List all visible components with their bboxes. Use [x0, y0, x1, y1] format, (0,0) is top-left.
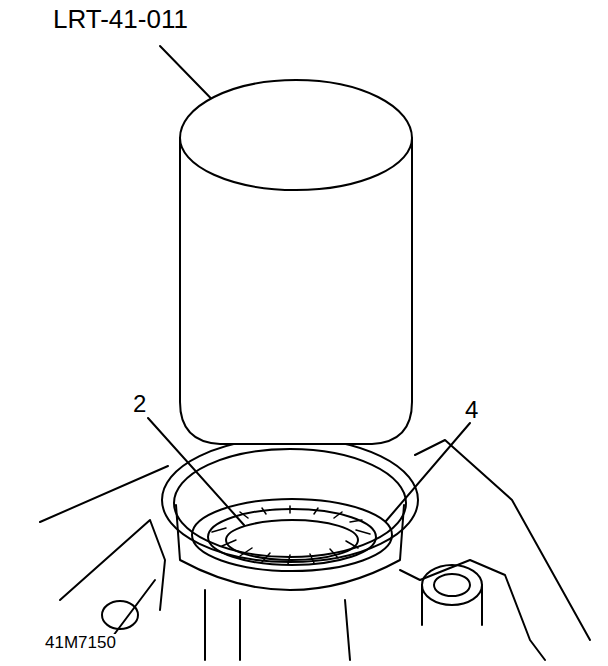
- leader-line: [386, 423, 470, 521]
- bearing-cup: [192, 499, 392, 571]
- bearing-cage: [208, 509, 376, 565]
- bearing-cone: [226, 520, 358, 560]
- housing-edge: [40, 466, 168, 522]
- housing-rib: [400, 560, 545, 660]
- callout-number: 2: [132, 392, 147, 416]
- housing-rib: [205, 590, 350, 660]
- housing-edge: [415, 440, 590, 640]
- housing-hole: [102, 601, 138, 629]
- installer-tool: [180, 80, 412, 444]
- housing-rib: [60, 520, 165, 610]
- bore-wall: [176, 505, 404, 590]
- boss: [422, 585, 482, 625]
- boss: [422, 565, 482, 605]
- figure-code: 41M7150: [44, 634, 117, 651]
- boss-bore: [434, 574, 470, 596]
- callout-number: 4: [464, 398, 479, 422]
- tool-top-rim: [180, 138, 412, 190]
- part-number: LRT-41-011: [52, 6, 189, 32]
